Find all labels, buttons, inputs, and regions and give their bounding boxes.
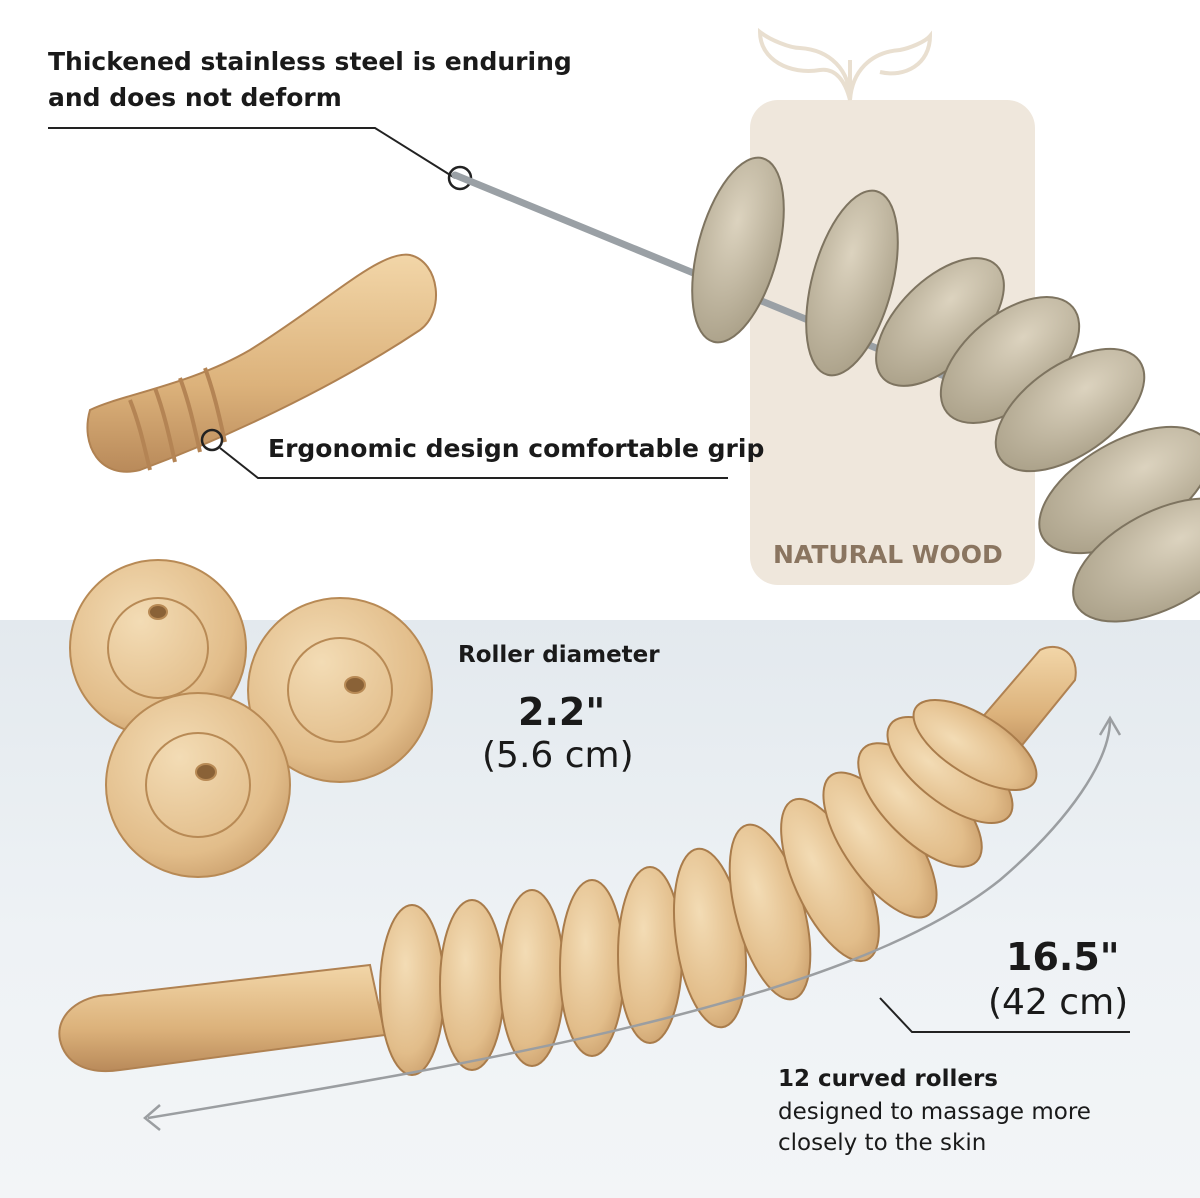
- leaf-icon: [757, 27, 933, 101]
- rollers-description: designed to massage more closely to the …: [778, 1097, 1158, 1159]
- length-arrow: [143, 715, 1122, 1131]
- main-rollers: [379, 699, 1038, 1076]
- grip-callout-line: [200, 428, 728, 479]
- rollers-desc-line1: designed to massage more: [778, 1099, 1091, 1125]
- steel-callout: Thickened stainless steel is enduring an…: [48, 44, 572, 116]
- length-inches: 16.5": [1006, 935, 1120, 979]
- rollers-title: 12 curved rollers: [778, 1066, 998, 1092]
- roller-diameter-cm: (5.6 cm): [482, 735, 634, 776]
- length-callout-line: [879, 997, 1130, 1033]
- steel-callout-line1: Thickened stainless steel is enduring: [48, 47, 572, 76]
- roller-diameter-inches: 2.2": [518, 690, 606, 734]
- steel-callout-line: [48, 127, 473, 191]
- loose-rollers: [69, 559, 433, 878]
- roller-diameter-label: Roller diameter: [458, 642, 660, 668]
- main-massager: [58, 645, 1077, 1072]
- steel-callout-line2: and does not deform: [48, 83, 342, 112]
- grip-callout: Ergonomic design comfortable grip: [268, 434, 765, 463]
- handle-top: [86, 253, 437, 473]
- natural-wood-label: NATURAL WOOD: [773, 540, 1003, 569]
- length-cm: (42 cm): [988, 982, 1129, 1023]
- top-rollers: [691, 156, 1200, 623]
- rollers-desc-line2: closely to the skin: [778, 1130, 987, 1156]
